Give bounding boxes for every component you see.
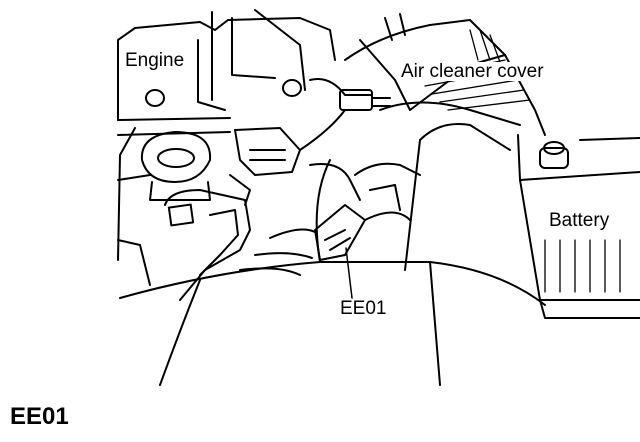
connector-leader-line	[345, 247, 353, 299]
battery-label: Battery	[548, 210, 611, 231]
foreground-panel	[119, 159, 546, 386]
battery	[517, 134, 640, 319]
air-cleaner-cover	[344, 13, 546, 271]
engine-block	[117, 9, 336, 286]
connector-label: EE01	[339, 298, 388, 319]
radiator-hose	[164, 174, 251, 301]
figure-caption: EE01	[10, 403, 69, 430]
wiring-harness	[234, 78, 421, 276]
engine-label: Engine	[124, 50, 186, 71]
air-cleaner-cover-label: Air cleaner cover	[400, 61, 545, 82]
